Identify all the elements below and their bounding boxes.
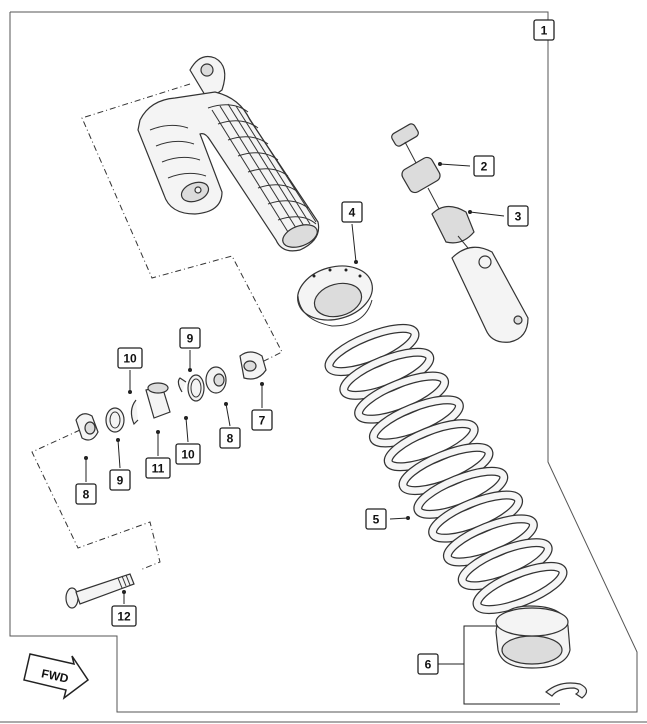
fwd-direction-arrow: FWD (23, 653, 90, 700)
callout-leader-dot (354, 260, 358, 264)
callout-leader-dot (128, 390, 132, 394)
callout-box (507, 205, 529, 227)
callout-leader-dot (84, 456, 88, 460)
callout-leader-line (351, 223, 357, 263)
callout-leader-line (389, 517, 409, 520)
callout-leader-dot (156, 430, 160, 434)
assembly-path-line-upper (81, 83, 283, 363)
callout-label: 8 (227, 432, 234, 446)
lower-spring-seat-part (495, 605, 571, 669)
callout-leader-dot (184, 416, 188, 420)
damper-rod-part (391, 123, 529, 343)
callout-label: 5 (373, 513, 380, 527)
callout-box (75, 483, 97, 505)
callout-label: 10 (181, 448, 195, 462)
fwd-label: FWD (40, 666, 70, 685)
callout-leader-dot (122, 590, 126, 594)
callout-leader-line (439, 163, 471, 167)
callout-box (365, 508, 387, 530)
callout-box (117, 347, 143, 369)
bushing-stack-parts (75, 351, 267, 441)
spring-seat-nut-part (297, 265, 373, 327)
callout-leader-dot (438, 162, 442, 166)
mounting-bolt-part (65, 573, 135, 609)
callout-label: 8 (83, 488, 90, 502)
callout-label: 9 (187, 332, 194, 346)
callout-leader-dot (260, 382, 264, 386)
callout-leader-dot (224, 402, 228, 406)
callout-label: 2 (481, 160, 488, 174)
callout-leader-dot (406, 516, 410, 520)
assembly-path-line-lower (31, 429, 161, 571)
coil-spring-part (324, 323, 568, 615)
spring-coil (473, 563, 567, 613)
callout-leader-line (469, 211, 505, 217)
callout-box (473, 155, 495, 177)
callout-label: 11 (152, 462, 165, 476)
retaining-clip-part (545, 682, 588, 699)
callout-box (179, 327, 201, 349)
reservoir-body-part (137, 55, 320, 252)
callout-leader-line (185, 417, 189, 443)
callout-box (533, 19, 555, 41)
callout-box (111, 605, 137, 627)
callout-leader-dot (188, 368, 192, 372)
callout-box (175, 443, 201, 465)
callout-label: 9 (117, 474, 124, 488)
callout-box (145, 457, 171, 479)
callout-box (341, 201, 363, 223)
part6-bracket-line (463, 625, 560, 705)
callout-label: 6 (425, 658, 432, 672)
callout-label: 7 (259, 414, 266, 428)
callout-label: 1 (541, 24, 548, 38)
callout-box (219, 427, 241, 449)
callout-leader-line (117, 439, 121, 469)
callout-label: 12 (117, 610, 131, 624)
assembly-border (9, 11, 638, 713)
callout-leader-line (225, 403, 231, 427)
callout-leader-dot (468, 210, 472, 214)
callout-box (251, 409, 273, 431)
callout-label: 4 (349, 206, 356, 220)
callout-leader-dot (116, 438, 120, 442)
callout-label: 10 (123, 352, 137, 366)
callout-box (109, 469, 131, 491)
callout-label: 3 (515, 210, 522, 224)
